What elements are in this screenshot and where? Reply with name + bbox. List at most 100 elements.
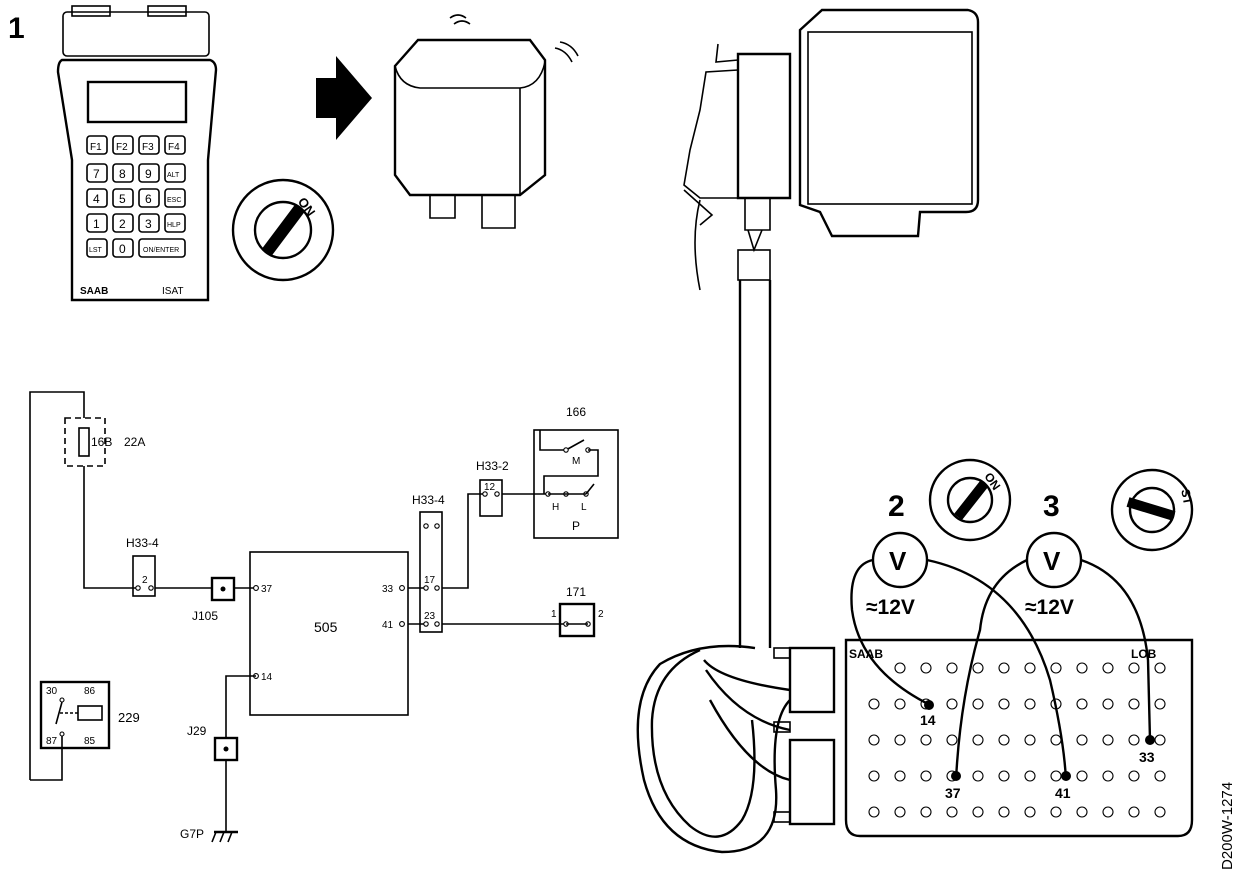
ecu-pin-37: 37 — [261, 584, 273, 595]
key-f4: F4 — [168, 142, 180, 153]
tester-fkeys: F1 F2 F3 F4 — [86, 135, 186, 155]
breakout-hole — [1102, 662, 1114, 674]
breakout-hole — [946, 662, 958, 674]
relay-component — [393, 14, 579, 229]
breakout-hole — [894, 770, 906, 782]
breakout-box: SAAB LOB — [844, 638, 1194, 838]
tester-row1: 7 8 9 ALT — [86, 163, 186, 183]
breakout-holes — [868, 662, 1166, 818]
breakout-hole — [1102, 770, 1114, 782]
tester-row2: 4 5 6 ESC — [86, 188, 186, 208]
voltmeter-1: V ≈12V — [850, 531, 1068, 781]
breakout-hole — [972, 734, 984, 746]
key-7: 7 — [93, 167, 100, 181]
breakout-hole — [1050, 734, 1062, 746]
voltmeter-2: V ≈12V — [954, 531, 1152, 781]
breakout-hole — [1076, 770, 1088, 782]
connector-h33-4-left: H33-4 2 — [126, 536, 159, 597]
key-1: 1 — [93, 217, 100, 231]
voltmeter-1-reading: ≈12V — [866, 596, 915, 619]
breakout-hole — [1050, 662, 1062, 674]
key-5: 5 — [119, 192, 126, 206]
relay-pin85: 85 — [84, 736, 96, 747]
breakout-hole — [972, 662, 984, 674]
key-3: 3 — [145, 217, 152, 231]
ignition-switch-start-step3: ST — [1110, 468, 1195, 552]
h33-4-pin23: 23 — [424, 611, 436, 622]
breakout-hole — [1024, 698, 1036, 710]
key-esc: ESC — [167, 197, 181, 204]
probe-pin-33: 33 — [1139, 749, 1155, 765]
breakout-hole — [868, 770, 880, 782]
breakout-hole — [920, 770, 932, 782]
key-8: 8 — [119, 167, 126, 181]
relay-pin30: 30 — [46, 686, 58, 697]
click-sound-icon — [449, 14, 471, 25]
breakout-label-left: SAAB — [849, 647, 883, 661]
key-0: 0 — [119, 242, 126, 256]
key-6: 6 — [145, 192, 152, 206]
switch-166-label: 166 — [566, 405, 586, 419]
connector-h33-2: H33-2 12 — [476, 459, 509, 517]
probe-pins: 14 37 41 33 — [920, 700, 1155, 801]
breakout-hole — [972, 698, 984, 710]
step-number-1: 1 — [8, 12, 25, 45]
breakout-hole — [998, 770, 1010, 782]
j105-label: J105 — [192, 609, 218, 623]
breakout-hole — [1076, 662, 1088, 674]
key-alt: ALT — [167, 172, 180, 179]
ecu-pin-33: 33 — [382, 584, 394, 595]
probe-pin-37: 37 — [945, 785, 961, 801]
breakout-hole — [946, 734, 958, 746]
fuse-16b: 16B 22A — [64, 417, 145, 467]
ecu-pin-41: 41 — [382, 620, 394, 631]
breakout-hole — [1128, 698, 1140, 710]
tester-model: ISAT — [162, 286, 183, 297]
breakout-hole — [998, 698, 1010, 710]
switch-p-label: P — [572, 519, 580, 533]
breakout-hole — [1076, 698, 1088, 710]
breakout-label-right: LOB — [1131, 647, 1157, 661]
figure-id: D200W-1274 — [1219, 782, 1236, 870]
breakout-hole — [920, 806, 932, 818]
breakout-hole — [1128, 770, 1140, 782]
breakout-hole — [1154, 734, 1166, 746]
control-module-harness — [636, 8, 980, 854]
breakout-hole — [946, 806, 958, 818]
voltmeter-2-reading: ≈12V — [1025, 596, 1074, 619]
key-hlp: HLP — [167, 222, 181, 229]
breakout-hole — [894, 734, 906, 746]
breakout-hole — [1154, 806, 1166, 818]
wiring-schematic: 16B 22A H33-4 2 J105 505 37 14 — [29, 391, 619, 843]
ignition-switch-on: ON — [231, 178, 335, 282]
tester-row4: LST 0 ON/ENTER — [86, 238, 186, 258]
ecu-505: 505 37 14 33 41 — [249, 551, 409, 716]
component-171-pin2: 2 — [598, 609, 604, 620]
key-f3: F3 — [142, 142, 154, 153]
tester-row3: 1 2 3 HLP — [86, 213, 186, 233]
breakout-hole — [1102, 698, 1114, 710]
key-f2: F2 — [116, 142, 128, 153]
breakout-hole — [1076, 806, 1088, 818]
breakout-hole — [1024, 734, 1036, 746]
j29-label: J29 — [187, 724, 207, 738]
probe-pin-41: 41 — [1055, 785, 1071, 801]
tester-keypad: F1 F2 F3 F4 7 8 9 ALT 4 5 — [86, 135, 186, 258]
ecu-pin-14: 14 — [261, 672, 273, 683]
junction-j29: J29 — [187, 724, 239, 762]
breakout-hole — [1050, 806, 1062, 818]
breakout-hole — [972, 806, 984, 818]
breakout-hole — [1128, 806, 1140, 818]
tester-brand: SAAB — [80, 286, 108, 297]
breakout-hole — [894, 806, 906, 818]
fuse-number: 16B — [91, 435, 112, 449]
click-sound-icon-2 — [554, 41, 579, 63]
breakout-hole — [920, 734, 932, 746]
breakout-hole — [1102, 734, 1114, 746]
breakout-hole — [998, 806, 1010, 818]
key-9: 9 — [145, 167, 152, 181]
breakout-hole — [920, 662, 932, 674]
step-number-2: 2 — [888, 490, 905, 523]
breakout-hole — [1154, 662, 1166, 674]
